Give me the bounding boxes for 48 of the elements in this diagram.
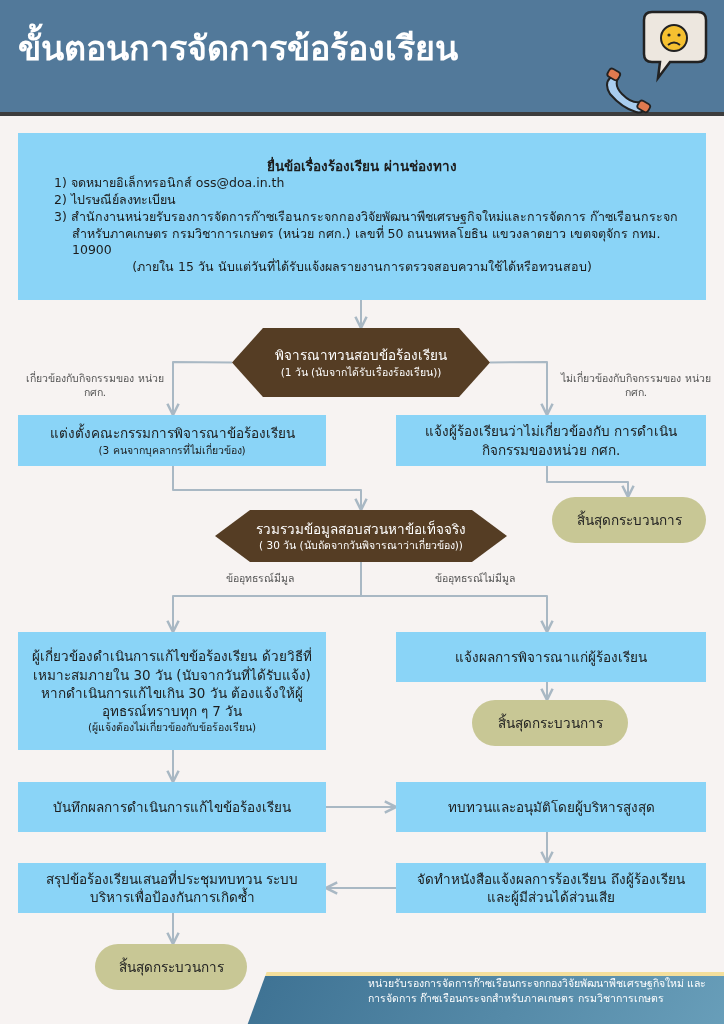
note-text: (ภายใน 15 วัน นับแต่วันที่ได้รับแจ้งผลรายงานการตรวจสอบความใช้ได้หรือทวนสอบ) xyxy=(132,259,592,277)
connector-arrow xyxy=(325,800,398,814)
connector-arrow xyxy=(489,361,554,417)
step-text: แต่งตั้งคณะกรรมการพิจารณาข้อร้องเรียน xyxy=(49,424,295,443)
note-text: ( 30 วัน (นับถัดจากวันพิจารณาว่าเกี่ยวข้อง)) xyxy=(259,538,463,553)
connector-arrow xyxy=(360,561,554,634)
step-text: สิ้นสุดกระบวนการ xyxy=(497,713,603,733)
step-text: ผู้เกี่ยวข้องดำเนินการแก้ไขข้อร้องเรียน ด้วยวิธีที่เหมาะสมภายใน 30 วัน (นับจากวันที่ได้รับแจ้ง) หากดำเนินการแก้ไขเกิน 30 วัน ต้องแจ้งให้ผู้อุทธรณ์ทราบทุก ๆ 7 วัน xyxy=(31,647,313,721)
end-terminal xyxy=(95,944,247,990)
end-terminal xyxy=(552,497,706,543)
process-box xyxy=(18,133,706,300)
process-box xyxy=(18,415,326,466)
process-box xyxy=(18,863,326,913)
decision-hexagon xyxy=(215,510,507,562)
connector-arrow xyxy=(354,299,368,330)
process-box xyxy=(396,863,706,913)
footer-text: หน่วยรับรองการจัดการก๊าซเรือนกระจกกองวิจัยพัฒนาพืชเศรษฐกิจใหม่ และการจัดการ ก๊าซเรือนกระจกสำหรับภาคเกษตร กรมวิชาการเกษตร xyxy=(368,976,708,1007)
heading-text: ยื่นข้อเรื่องร้องเรียน ผ่านช่องทาง xyxy=(267,156,457,175)
connector-arrow xyxy=(172,465,368,512)
process-box xyxy=(18,782,326,832)
note-text: (ผู้แจ้งต้องไม่เกี่ยวข้องกับข้อร้องเรียน) xyxy=(87,720,257,735)
note-text: (3 คนจากบุคลากรที่ไม่เกี่ยวข้อง) xyxy=(98,442,246,457)
step-text: สิ้นสุดกระบวนการ xyxy=(576,510,682,530)
step-text: สิ้นสุดกระบวนการ xyxy=(118,957,224,977)
decision-hexagon xyxy=(232,328,490,397)
process-box xyxy=(396,415,706,466)
note-text: (1 วัน (นับจากได้รับเรื่องร้องเรียน)) xyxy=(280,364,442,379)
connector-arrow xyxy=(166,749,180,784)
step-text: ทบทวนและอนุมัติโดยผู้บริหารสูงสุด xyxy=(447,797,655,817)
process-box xyxy=(396,632,706,682)
process-box xyxy=(18,632,326,750)
step-text: พิจารณาทวนสอบข้อร้องเรียน xyxy=(275,346,447,365)
end-terminal xyxy=(472,700,628,746)
step-text: สรุปข้อร้องเรียนเสนอที่ประชุมทบทวน ระบบบริหารเพื่อป้องกันการเกิดซ้ำ xyxy=(44,869,300,907)
step-text: แจ้งผู้ร้องเรียนว่าไม่เกี่ยวข้องกับ การดำเนินกิจกรรมของหน่วย กศก. xyxy=(423,422,679,459)
step-text: รวมรวมข้อมูลสอบสวนหาข้อเท็จจริง xyxy=(256,519,466,538)
list-item: 2) ไปรษณีย์ลงทะเบียน xyxy=(53,191,177,209)
step-text: จัดทำหนังสือแจ้งผลการร้องเรียน ถึงผู้ร้องเรียนและผู้มีส่วนได้ส่วนเสีย xyxy=(416,869,686,907)
connector-arrow xyxy=(540,681,554,702)
step-text: บันทึกผลการดำเนินการแก้ไขข้อร้องเรียน xyxy=(53,797,291,817)
step-text: แจ้งผลการพิจารณาแก่ผู้ร้องเรียน xyxy=(455,647,647,667)
process-box xyxy=(396,782,706,832)
connector-arrow xyxy=(546,465,635,499)
list-item: 3) สำนักงานหน่วยรับรองการจัดการก๊าซเรือนกระจกกองวิจัยพัฒนาพืชเศรษฐกิจใหม่และการจัดการ ก๊าซเรือนกระจกสำหรับภาคเกษตร กรมวิชาการเกษตร (หน่วย กศก.) เลขที่ 50 ถนนพหลโยธิน แขวงลาดยาว เขตจตุจักร กทม. 10900 xyxy=(53,208,679,258)
connector-arrow xyxy=(166,361,233,417)
list-item: 1) จดหมายอิเล็กทรอนิกส์ oss@doa.in.th xyxy=(53,175,286,192)
connector-arrow xyxy=(540,831,554,865)
connector-arrow xyxy=(166,912,180,946)
